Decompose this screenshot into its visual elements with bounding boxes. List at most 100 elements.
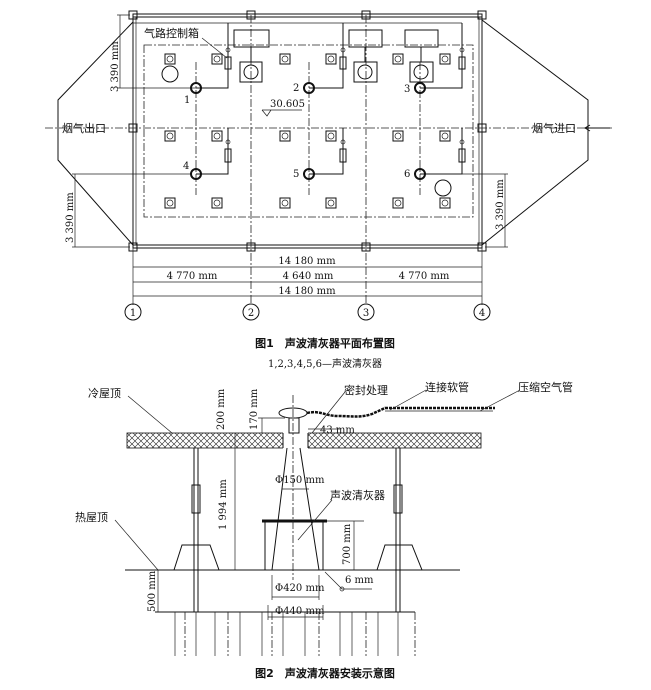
support-square <box>211 53 223 65</box>
roof-opening <box>283 432 308 449</box>
inner-boundary <box>143 44 474 218</box>
sonic-cleaner-1: 1 <box>184 82 202 106</box>
svg-text:4 770 mm: 4 770 mm <box>167 271 218 282</box>
svg-text:3: 3 <box>404 84 410 95</box>
support-square-hole <box>281 132 289 140</box>
svg-text:200 mm: 200 mm <box>216 388 227 430</box>
manhole-circle <box>434 179 452 197</box>
hot-roof-hatching <box>174 612 416 656</box>
valve-icon <box>458 56 466 70</box>
valve-icon <box>224 56 232 70</box>
support-square-hole <box>441 132 449 140</box>
branch-pipes <box>196 23 466 175</box>
svg-text:4 770 mm: 4 770 mm <box>399 271 450 282</box>
support-square-hole <box>166 132 174 140</box>
side-dimensions: 3 390 mm 3 390 mm 3 390 mm <box>65 14 508 248</box>
seal-label: 密封处理 <box>344 383 388 397</box>
hot-roof-label: 热屋顶 <box>75 511 108 524</box>
support-square-hole <box>281 199 289 207</box>
support-columns <box>173 448 423 612</box>
sonic-cleaner-4: 4 <box>183 161 202 180</box>
support-square-hole <box>327 55 335 63</box>
support-square-hole <box>166 199 174 207</box>
figure-2-installation: 冷屋顶 热屋顶 密封处理 连接软管 压缩空气管 声波清灰器 200 mm 170… <box>75 380 573 680</box>
support-square <box>164 197 176 209</box>
svg-text:4: 4 <box>479 308 485 319</box>
figure-1-plan-layout: 1 2 3 4 5 6 气路控制箱 30.605 烟气出口 烟气进口 3 390… <box>45 10 612 370</box>
svg-text:43 mm: 43 mm <box>320 425 355 436</box>
top-rail <box>132 13 483 18</box>
elevation-marker-icon <box>261 109 302 117</box>
svg-text:14 180 mm: 14 180 mm <box>278 286 336 297</box>
arrow-left-icon <box>584 124 610 132</box>
support-square <box>392 53 404 65</box>
support-square <box>325 53 337 65</box>
support-square-hole <box>213 55 221 63</box>
svg-text:6 mm: 6 mm <box>345 575 374 586</box>
svg-text:3: 3 <box>363 308 369 319</box>
manhole-circle <box>161 65 179 83</box>
svg-text:3 390 mm: 3 390 mm <box>495 179 506 230</box>
support-square-hole <box>394 199 402 207</box>
svg-text:700 mm: 700 mm <box>342 523 353 565</box>
svg-text:Φ420 mm: Φ420 mm <box>275 583 325 594</box>
sonic-cleaner-5: 5 <box>293 168 315 180</box>
support-square <box>279 197 291 209</box>
support-square-hole <box>441 55 449 63</box>
support-square <box>164 53 176 65</box>
installation-dimensions: 200 mm 170 mm 43 mm Φ150 mm 1 994 mm 700… <box>147 388 374 620</box>
air-pipe-label: 压缩空气管 <box>518 380 573 394</box>
svg-text:Φ440 mm: Φ440 mm <box>275 606 325 617</box>
valve-icon <box>339 56 347 70</box>
svg-text:3 390 mm: 3 390 mm <box>110 41 121 92</box>
support-square-hole <box>327 132 335 140</box>
outlet-transition <box>57 21 134 246</box>
control-boxes <box>233 29 439 83</box>
gas-inlet-label: 烟气进口 <box>532 121 576 135</box>
figure-1-caption: 图1 声波清灰器平面布置图 <box>255 336 395 350</box>
support-square <box>325 197 337 209</box>
flexible-hose <box>306 406 495 418</box>
valve-icon <box>458 148 466 163</box>
support-square <box>211 197 223 209</box>
cleaner-label: 声波清灰器 <box>330 488 385 502</box>
svg-text:2: 2 <box>248 308 254 319</box>
axis-markers: 1 2 3 4 <box>124 303 491 321</box>
svg-text:1: 1 <box>130 308 136 319</box>
support-square <box>439 130 451 142</box>
svg-text:14 180 mm: 14 180 mm <box>278 256 336 267</box>
support-square-hole <box>213 132 221 140</box>
support-square-hole <box>327 199 335 207</box>
support-square <box>211 130 223 142</box>
svg-text:1 994 mm: 1 994 mm <box>218 479 229 530</box>
support-squares <box>164 53 451 209</box>
bottom-rail <box>132 244 483 249</box>
support-square-hole <box>394 132 402 140</box>
support-square <box>439 197 451 209</box>
support-square <box>164 130 176 142</box>
svg-text:Φ150 mm: Φ150 mm <box>275 475 325 486</box>
sonic-cleaner-assembly <box>262 395 495 580</box>
svg-text:5: 5 <box>293 169 299 180</box>
support-square-hole <box>166 55 174 63</box>
bottom-dimensions: 14 180 mm 4 770 mm 4 640 mm 4 770 mm 14 … <box>133 256 482 297</box>
figure-1-legend: 1,2,3,4,5,6—声波清灰器 <box>268 357 382 370</box>
sonic-cleaner-6: 6 <box>404 168 426 180</box>
elevation-label: 30.605 <box>270 99 305 110</box>
support-square-hole <box>281 55 289 63</box>
svg-text:1: 1 <box>184 95 190 106</box>
hose-label: 连接软管 <box>425 380 469 394</box>
sonic-cleaner-3: 3 <box>404 82 426 95</box>
support-square-hole <box>394 55 402 63</box>
support-square <box>279 130 291 142</box>
svg-text:6: 6 <box>404 169 410 180</box>
support-square <box>439 53 451 65</box>
support-square <box>392 130 404 142</box>
svg-text:2: 2 <box>293 83 299 94</box>
valve-icon <box>339 148 347 163</box>
control-box-label: 气路控制箱 <box>144 26 199 40</box>
svg-text:4: 4 <box>183 161 189 172</box>
svg-text:170 mm: 170 mm <box>249 388 260 430</box>
support-square <box>392 197 404 209</box>
